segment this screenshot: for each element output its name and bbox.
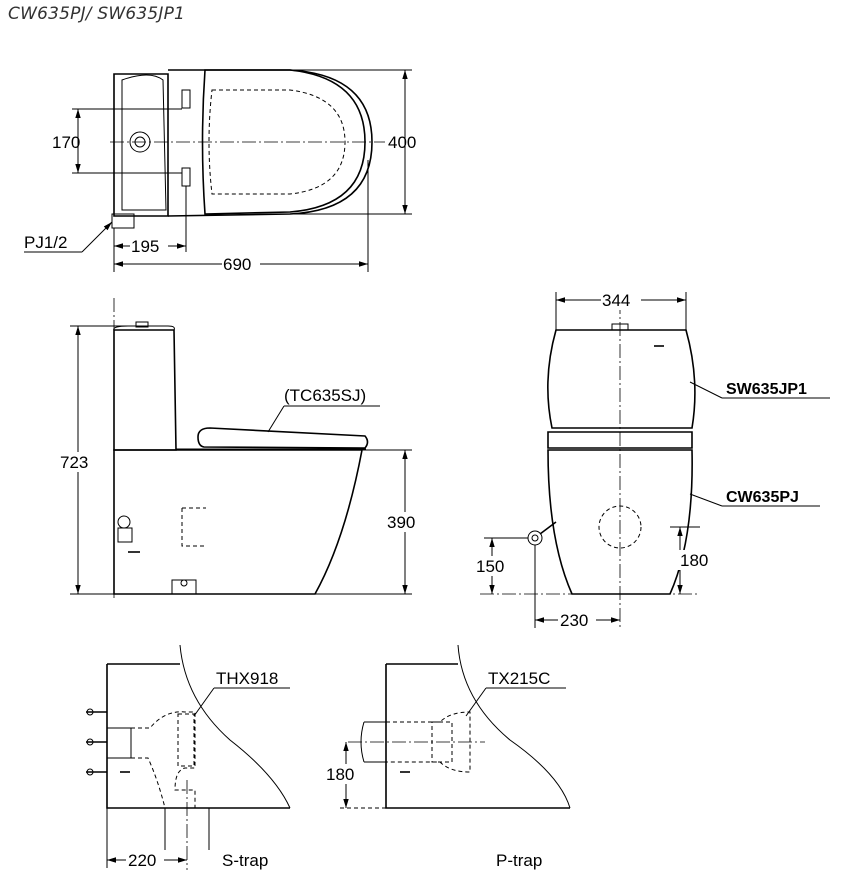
label-pj12: PJ1/2	[24, 233, 67, 252]
dim-180-front: 180	[680, 551, 708, 570]
p-trap-detail: TX215C 180 P-trap	[326, 644, 571, 870]
caption-p-trap: P-trap	[496, 851, 542, 870]
label-sw635jp1: SW635JP1	[726, 381, 807, 398]
dim-195: 195	[131, 237, 159, 256]
top-view: 170 400 195 690 PJ1/2	[24, 69, 416, 274]
label-tc635sj: (TC635SJ)	[284, 386, 366, 405]
dim-170: 170	[52, 133, 80, 152]
label-thx918: THX918	[216, 669, 278, 688]
dim-723: 723	[60, 453, 88, 472]
dim-400: 400	[388, 133, 416, 152]
bowl-outline	[167, 69, 373, 217]
seat-side	[197, 427, 369, 449]
dim-150: 150	[476, 557, 504, 576]
dim-220: 220	[128, 851, 156, 870]
bowl-side-outline	[113, 449, 363, 595]
front-view: 344 180 150 230 SW635JP1 CW635PJ	[474, 290, 830, 630]
label-cw635pj: CW635PJ	[726, 489, 799, 506]
caption-s-trap: S-trap	[222, 851, 268, 870]
dim-390: 390	[387, 513, 415, 532]
dim-344: 344	[602, 291, 630, 310]
dim-230: 230	[560, 611, 588, 630]
drawing-title: CW635PJ/ SW635JP1	[8, 4, 186, 24]
label-tx215c: TX215C	[488, 669, 550, 688]
dim-690: 690	[223, 255, 251, 274]
dim-180-ptrap: 180	[326, 765, 354, 784]
s-trap-detail: THX918 220 S-trap	[86, 644, 291, 870]
tank-front-outline	[547, 329, 696, 429]
side-view: 723 390 (TC635SJ)	[60, 298, 424, 600]
